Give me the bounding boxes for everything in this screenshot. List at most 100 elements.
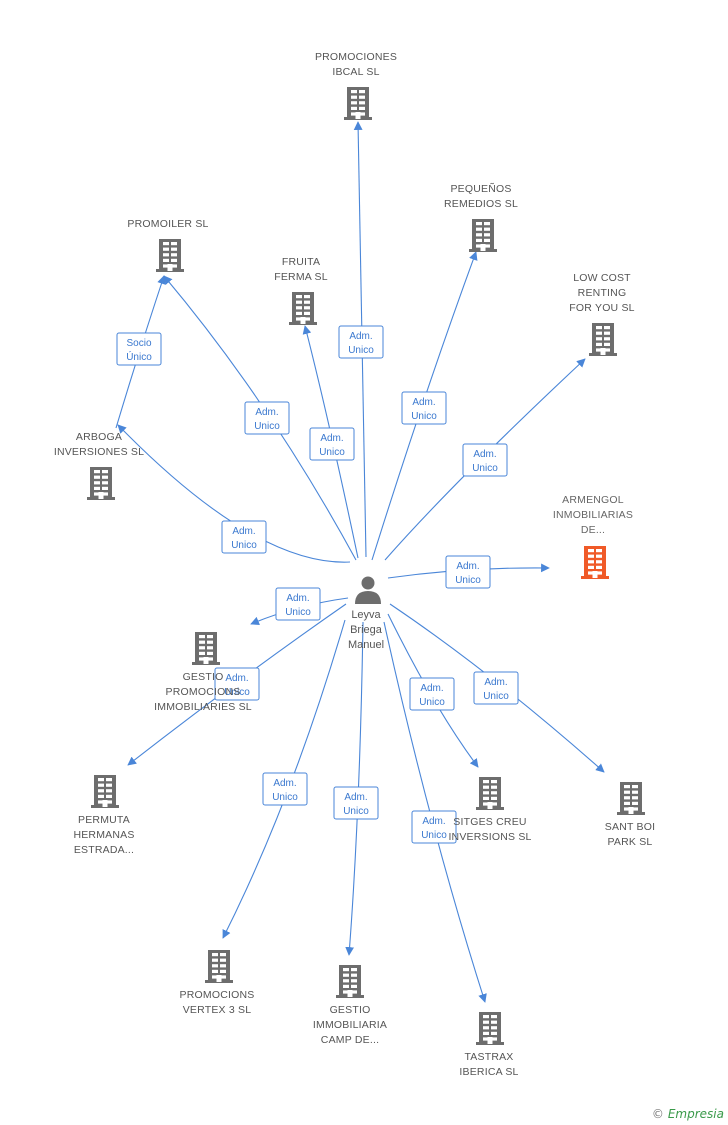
company-label-line: IBCAL SL: [332, 66, 379, 78]
building-icon: [192, 632, 220, 665]
company-label-line: SANT BOI: [605, 821, 655, 833]
company-label-line: PROMOILER SL: [127, 218, 208, 230]
edge-label-text: Adm.Unico: [472, 449, 498, 474]
edge-label-promociones-ibcal: Adm.Unico: [338, 325, 384, 359]
building-icon: [87, 467, 115, 500]
company-node-sitges-creu[interactable]: SITGES CREU INVERSIONS SL: [448, 777, 531, 843]
edge-label-line: Unico: [472, 463, 498, 474]
person-label-line: Manuel: [348, 639, 384, 651]
edge-label-low-cost-renting: Adm.Unico: [462, 443, 508, 477]
edge-label-line: Unico: [254, 421, 280, 432]
edge-label-box: [445, 555, 491, 589]
company-label-line: ESTRADA...: [74, 844, 134, 856]
edge-label-text: Adm.Unico: [419, 683, 445, 708]
edge-label-text: Adm. Unico: [254, 407, 280, 432]
edge-label-text: Adm.Unico: [421, 816, 447, 841]
edge-label-text: Adm.Unico: [224, 673, 250, 698]
edge-label-line: Adm.: [344, 792, 367, 803]
edge-label-permuta-hermanas: Adm.Unico: [214, 667, 260, 701]
building-icon: [344, 87, 372, 120]
building-icon: [581, 546, 609, 579]
edge-label-line: Único: [126, 350, 152, 363]
edge-label-line: Socio: [126, 338, 151, 349]
edge-label-line: Adm.: [255, 407, 278, 418]
edge-label-box: [244, 401, 290, 435]
building-icon: [205, 950, 233, 983]
company-label-line: PROMOCIONS: [180, 989, 255, 1001]
edge-label-line: Adm.: [273, 778, 296, 789]
edge-label-text: Adm.Unico: [319, 433, 345, 458]
company-label-line: LOW COST: [573, 272, 631, 284]
edge-label-line: Unico: [231, 540, 257, 551]
company-node-promoiler[interactable]: PROMOILER SL: [127, 218, 208, 272]
company-label: SANT BOI PARK SL: [605, 821, 655, 848]
building-icon: [617, 782, 645, 815]
company-label-line: HERMANAS: [73, 829, 134, 841]
edge-label-line: Adm.: [412, 397, 435, 408]
company-node-sant-boi-park[interactable]: SANT BOI PARK SL: [605, 782, 655, 848]
edge-label-line: Unico: [348, 345, 374, 356]
person-label-line: Briega: [350, 624, 383, 636]
company-label-line: FOR YOU SL: [569, 302, 634, 314]
company-label-line: ARBOGA: [76, 431, 122, 443]
edge-label-armengol-inmobiliarias: Adm. Unico: [445, 555, 491, 589]
edge-label-gestio-immobiliaria-camp: Adm.Unico: [333, 786, 379, 820]
company-label-line: IMMOBILIARIES SL: [154, 701, 252, 713]
company-label-line: PROMOCIONES: [315, 51, 397, 63]
edge-label-line: Adm.: [422, 816, 445, 827]
edge-label-box: [409, 677, 455, 711]
company-label-line: SITGES CREU: [453, 816, 526, 828]
company-label-line: FRUITA: [282, 256, 320, 268]
person-icon: [355, 576, 381, 604]
company-node-promociones-ibcal[interactable]: PROMOCIONES IBCAL SL: [315, 51, 397, 120]
company-label-line: INVERSIONS SL: [448, 831, 531, 843]
company-label-line: GESTIO: [330, 1004, 371, 1016]
edge-label-text: Adm.Unico: [285, 593, 311, 618]
person-label-line: Leyva: [351, 609, 381, 621]
edge-label-line: Adm.: [286, 593, 309, 604]
building-icon: [156, 239, 184, 272]
edge-label-text: Adm.Unico: [483, 677, 509, 702]
edge-label-line: Adm.: [456, 561, 479, 572]
edge-label-box: [411, 810, 457, 844]
edge-label-box: [338, 325, 384, 359]
edge-label-box: [221, 520, 267, 554]
edge-label-line: Unico: [455, 575, 481, 586]
edge-label-box: [262, 772, 308, 806]
company-label: PROMOCIONES IBCAL SL: [315, 51, 397, 78]
edge-label-line: Unico: [224, 687, 250, 698]
company-node-low-cost-renting[interactable]: LOW COST RENTING FOR YOU SL: [569, 272, 635, 356]
company-label: PROMOILER SL: [127, 218, 208, 230]
edge-label-gestio-promocions: Adm.Unico: [275, 587, 321, 621]
edge-label-line: Adm.: [420, 683, 443, 694]
building-icon: [336, 965, 364, 998]
company-label-line: PARK SL: [608, 836, 653, 848]
brand-name: Empresia: [667, 1107, 724, 1121]
edge-label-sant-boi-park: Adm.Unico: [473, 671, 519, 705]
company-label-line: CAMP DE...: [321, 1034, 379, 1046]
building-icon: [91, 775, 119, 808]
company-label-line: RENTING: [578, 287, 627, 299]
edge-label-pequenos-remedios: Adm.Unico: [401, 391, 447, 425]
